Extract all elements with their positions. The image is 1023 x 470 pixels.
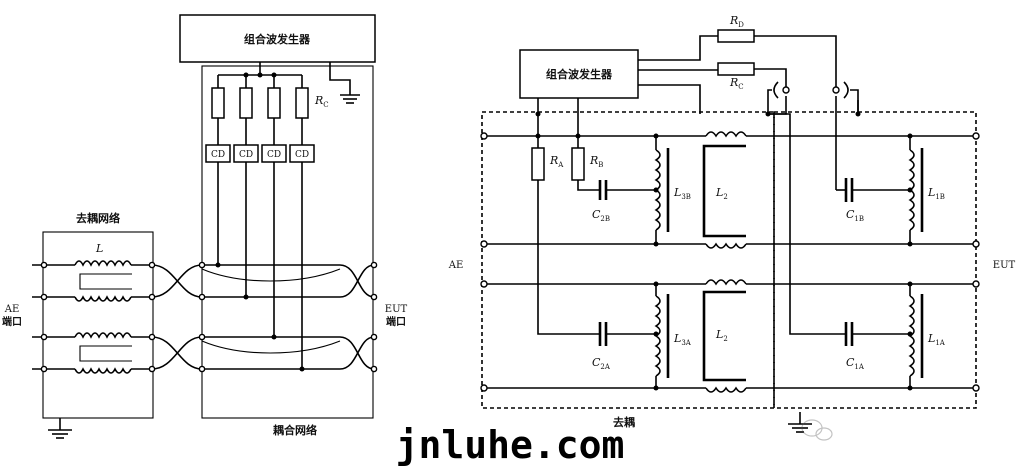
l2-top-label: L2 [715,186,728,201]
right-eut-label: EUT [993,260,1016,271]
inductor-coil [74,332,132,339]
resistor [267,87,281,119]
right-decoupling-label: 去耦 [613,415,635,429]
l1a-label: L1A [927,332,946,347]
resistor-ra [531,147,545,181]
l1b-label: L1B [927,186,945,201]
chat-logo-icon [801,419,833,441]
right-terminals [480,132,980,392]
right-ae-label: AE [448,260,464,271]
resistor [211,87,225,119]
resistor [239,87,253,119]
cd-label: CD [211,150,225,160]
right-signal-lines [484,131,976,393]
right-diagram: 组合波发生器 RD RC 去耦 [448,14,1016,441]
inductor-coil [74,295,132,302]
left-generator-label: 组合波发生器 [244,32,311,46]
inductor-l1b [908,149,915,231]
right-generator-label: 组合波发生器 [546,67,613,81]
ra-label: RA [549,154,564,169]
l2-coil [705,279,747,286]
eut-port-label: EUT [385,304,408,315]
coupling-symbol [773,81,779,99]
ae-port-label-cn: 端口 [2,315,22,328]
resistor-rd [717,29,755,43]
inductor-coil [74,260,132,267]
l2-coil [705,242,747,249]
l2-coil [705,386,747,393]
rb-label: RB [589,154,603,169]
cd-label: CD [295,150,309,160]
cd-label: CD [239,150,253,160]
decoupling-network-box [42,231,154,419]
coupling-network-box [201,65,374,419]
left-signal-lines [32,260,375,374]
left-resistor-columns [211,75,309,145]
l2-coil [705,131,747,138]
resistor [295,87,309,119]
left-cd-row: CD CD CD CD [205,144,315,163]
inductor-l3a [654,295,661,377]
inductor-l3b [654,149,661,231]
left-terminals [40,261,378,373]
rc-label: RC [729,76,744,91]
inductor-l1a [908,295,915,377]
coupling-network-label: 耦合网络 [273,423,317,437]
left-generator-box [179,14,376,63]
right-generator-box [519,49,639,99]
eut-port-label-cn: 端口 [386,315,406,328]
left-rc-label: RC [314,94,329,109]
inductor-label: L [95,242,103,255]
resistor-rc [717,62,755,76]
l2-bottom-label: L2 [715,328,728,343]
rd-label: RD [729,14,744,29]
c2b-label: C2B [592,208,610,223]
c1a-label: C1A [846,356,865,371]
c2a-label: C2A [592,356,611,371]
inductor-coil [74,367,132,374]
coupling-dashed-box [773,111,977,409]
watermark: jnluhe.com [396,423,625,467]
decoupling-network-label: 去耦网络 [76,211,120,225]
ae-port-label: AE [4,304,20,315]
left-diagram: 组合波发生器 耦合网络 RC [2,14,408,439]
decoupling-dashed-box [481,111,775,409]
resistor-rb [571,147,585,181]
coupling-symbol [843,81,849,99]
l3b-label: L3B [673,186,691,201]
cd-label: CD [267,150,281,160]
l3a-label: L3A [673,332,692,347]
c1b-label: C1B [846,208,864,223]
